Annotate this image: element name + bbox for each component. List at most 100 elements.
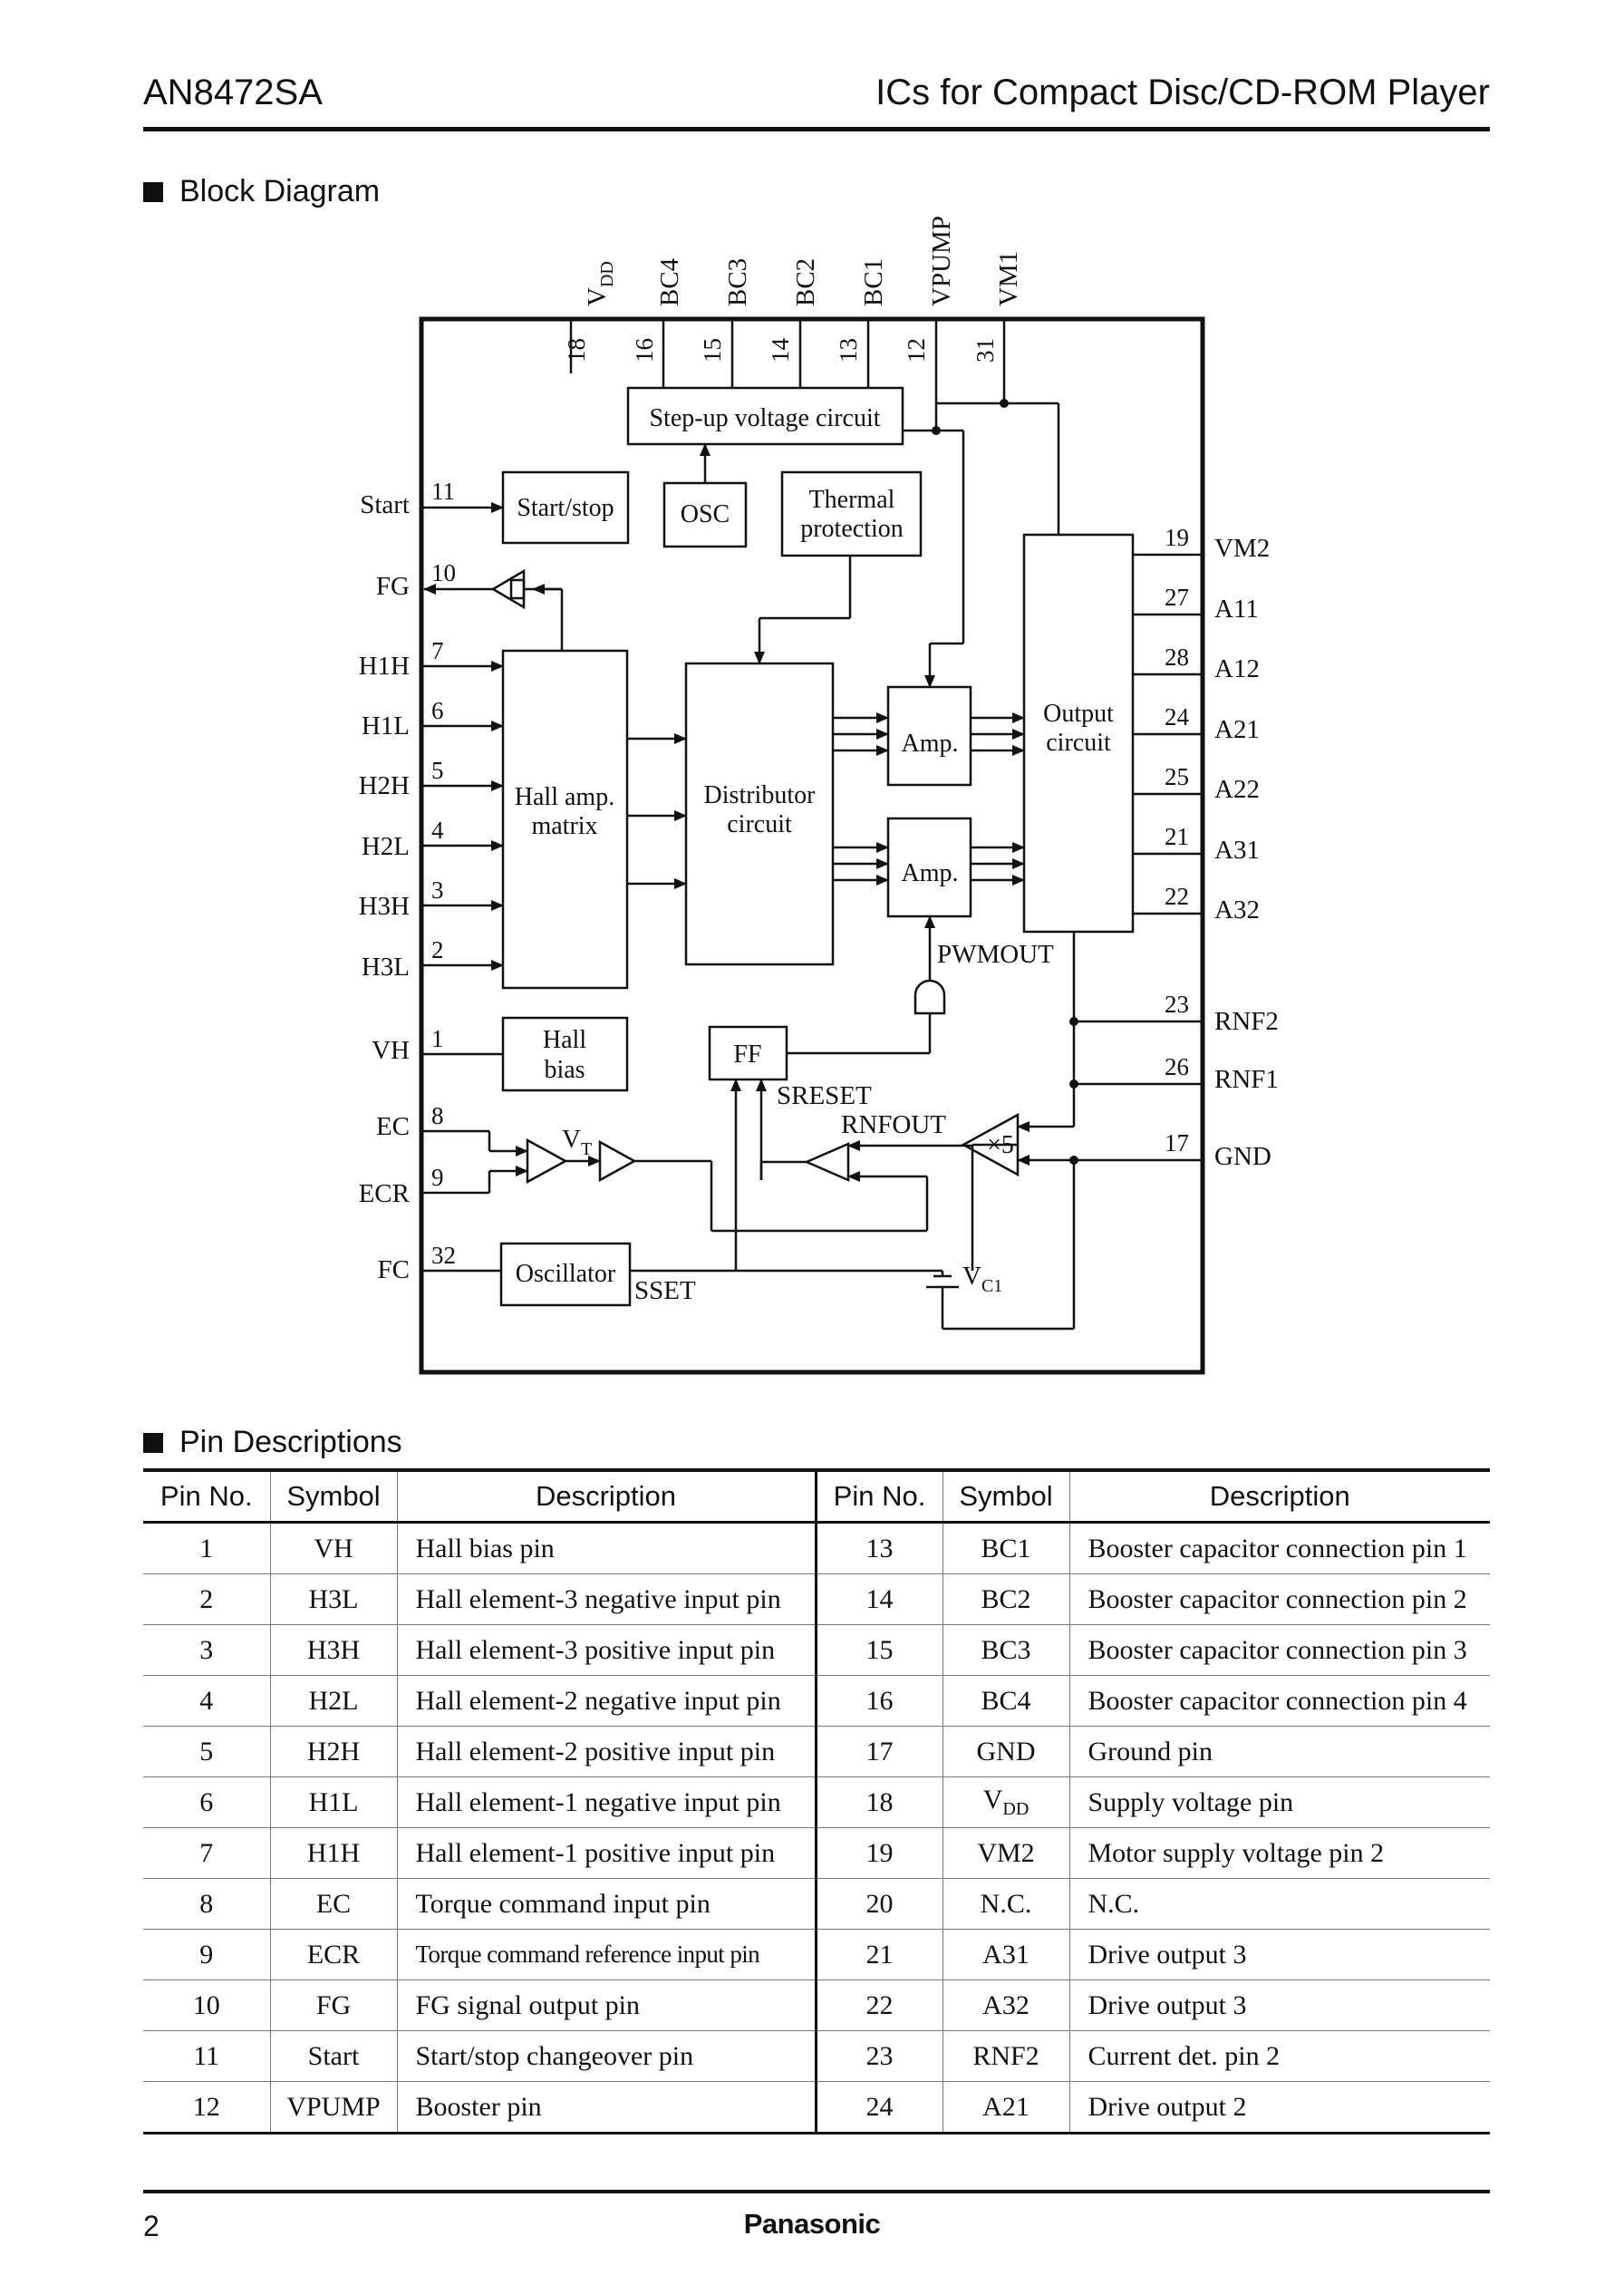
right-pin-no-19: 19 (1165, 524, 1189, 551)
top-pin-bc2: BC2 (791, 258, 820, 306)
right-pin-no-28: 28 (1165, 644, 1189, 671)
hallbias-label-1: Hall (543, 1026, 586, 1054)
square-bullet-icon (143, 181, 163, 202)
pin-symbol: BC2 (942, 1573, 1069, 1625)
thermal-block (780, 470, 923, 557)
right-pin-no-23: 23 (1165, 991, 1189, 1018)
pin-symbol: BC1 (942, 1522, 1069, 1574)
pin-symbol: H2L (269, 1675, 397, 1727)
right-pin-no-21: 21 (1165, 823, 1189, 850)
table-row: 11 Start Start/stop changeover pin 23 RN… (143, 2030, 1490, 2082)
pin-no: 21 (814, 1929, 942, 1980)
pin-no: 14 (814, 1573, 942, 1625)
pin-no: 23 (814, 2030, 942, 2082)
pin-symbol: N.C. (942, 1878, 1069, 1930)
ff-block (708, 1025, 788, 1081)
pin-no: 4 (143, 1675, 270, 1727)
pin-no: 9 (143, 1929, 270, 1980)
header-symbol: Symbol (269, 1468, 397, 1524)
left-pin-vh: VH (372, 1036, 410, 1065)
pin-no: 22 (814, 1979, 942, 2031)
table-row: 7 H1H Hall element-1 positive input pin … (143, 1827, 1490, 1879)
block-diagram-title: Block Diagram (179, 174, 381, 208)
right-pin-gnd: GND (1214, 1142, 1271, 1171)
hallamp-block (501, 649, 629, 990)
top-pin-bc3: BC3 (723, 258, 752, 306)
left-pin-no-10: 10 (431, 559, 456, 586)
left-pin-no-6: 6 (431, 697, 444, 724)
left-pin-no-11: 11 (431, 478, 455, 505)
pin-symbol: ECR (269, 1929, 397, 1980)
rnfout-label: RNFOUT (841, 1110, 946, 1139)
table-row: 9 ECR Torque command reference input pin… (143, 1929, 1490, 1980)
left-pin-h3l: H3L (362, 953, 410, 982)
left-pin-no-7: 7 (431, 637, 444, 664)
pin-symbol-main: V (982, 1785, 1003, 1815)
left-pin-h2l: H2L (362, 832, 410, 861)
right-pin-rnf1: RNF1 (1214, 1065, 1279, 1094)
x5-label: ×5 (987, 1131, 1014, 1159)
square-bullet-icon (143, 1432, 163, 1453)
pin-description: Drive output 2 (1068, 2081, 1490, 2134)
pin-symbol: H3L (269, 1573, 397, 1625)
table-row: 12 VPUMP Booster pin 24 A21 Drive output… (143, 2081, 1490, 2134)
top-pin-no-15: 15 (699, 338, 726, 363)
pin-description: Motor supply voltage pin 2 (1068, 1827, 1490, 1879)
pin-no: 16 (814, 1675, 942, 1727)
left-pin-h3h: H3H (359, 892, 410, 921)
right-pin-no-26: 26 (1165, 1053, 1189, 1080)
part-number: AN8472SA (143, 73, 323, 112)
left-pin-no-1: 1 (431, 1025, 444, 1052)
left-pin-no-8: 8 (431, 1102, 444, 1129)
left-pin-h1l: H1L (362, 711, 410, 740)
pin-description-table: Pin No. Symbol Description Pin No. Symbo… (143, 1468, 1490, 2134)
brand-logo: Panasonic (743, 2208, 881, 2240)
header-pin-no: Pin No. (814, 1468, 942, 1524)
pin-no: 18 (814, 1776, 942, 1828)
pin-description: Start/stop changeover pin (396, 2030, 816, 2082)
pin-description: FG signal output pin (396, 1979, 816, 2031)
left-pin-no-5: 5 (431, 757, 444, 784)
right-pin-a21: A21 (1214, 715, 1260, 744)
amp-label-1: Amp. (902, 730, 959, 758)
pin-description: Current det. pin 2 (1068, 2030, 1490, 2082)
pin-description: Drive output 3 (1068, 1929, 1490, 1980)
left-pin-h2h: H2H (359, 771, 410, 800)
ic-outline (419, 316, 1205, 1375)
pin-description: Hall element-1 negative input pin (396, 1776, 816, 1828)
pin-no: 11 (143, 2030, 270, 2082)
left-pin-no-3: 3 (431, 876, 444, 904)
pin-symbol: A32 (942, 1979, 1069, 2031)
table-row: 6 H1L Hall element-1 negative input pin … (143, 1776, 1490, 1828)
pin-no: 10 (143, 1979, 270, 2031)
pin-symbol: RNF2 (942, 2030, 1069, 2082)
left-pin-no-9: 9 (431, 1164, 444, 1191)
output-label-2: circuit (1046, 729, 1111, 757)
right-pin-no-24: 24 (1165, 703, 1190, 731)
pin-symbol: H2H (269, 1726, 397, 1777)
pin-symbol-subscript: DD (1002, 1799, 1030, 1819)
pin-no: 3 (143, 1624, 270, 1676)
right-pin-a12: A12 (1214, 654, 1260, 683)
pin-symbol: VPUMP (269, 2081, 397, 2134)
left-pin-ecr: ECR (359, 1179, 411, 1208)
top-pin-vm1: VM1 (994, 251, 1023, 306)
pin-no: 13 (814, 1522, 942, 1574)
pin-no: 2 (143, 1573, 270, 1625)
startstop-label: Start/stop (517, 494, 614, 522)
pin-descriptions-heading: Pin Descriptions (143, 1425, 402, 1460)
stepup-label: Step-up voltage circuit (649, 404, 880, 432)
pin-description: Hall bias pin (396, 1522, 816, 1574)
right-pin-a11: A11 (1214, 595, 1259, 624)
pin-no: 17 (814, 1726, 942, 1777)
top-pin-no-13: 13 (835, 338, 862, 363)
pin-description: Torque command reference input pin (396, 1929, 816, 1980)
pin-description: Booster capacitor connection pin 1 (1068, 1522, 1490, 1574)
page-number: 2 (143, 2210, 160, 2242)
pin-symbol: H1H (269, 1827, 397, 1879)
pwmout-label: PWMOUT (937, 940, 1054, 969)
document-title: ICs for Compact Disc/CD-ROM Player (875, 73, 1490, 112)
output-label-1: Output (1043, 700, 1114, 728)
header-symbol: Symbol (942, 1468, 1069, 1524)
pin-no: 19 (814, 1827, 942, 1879)
